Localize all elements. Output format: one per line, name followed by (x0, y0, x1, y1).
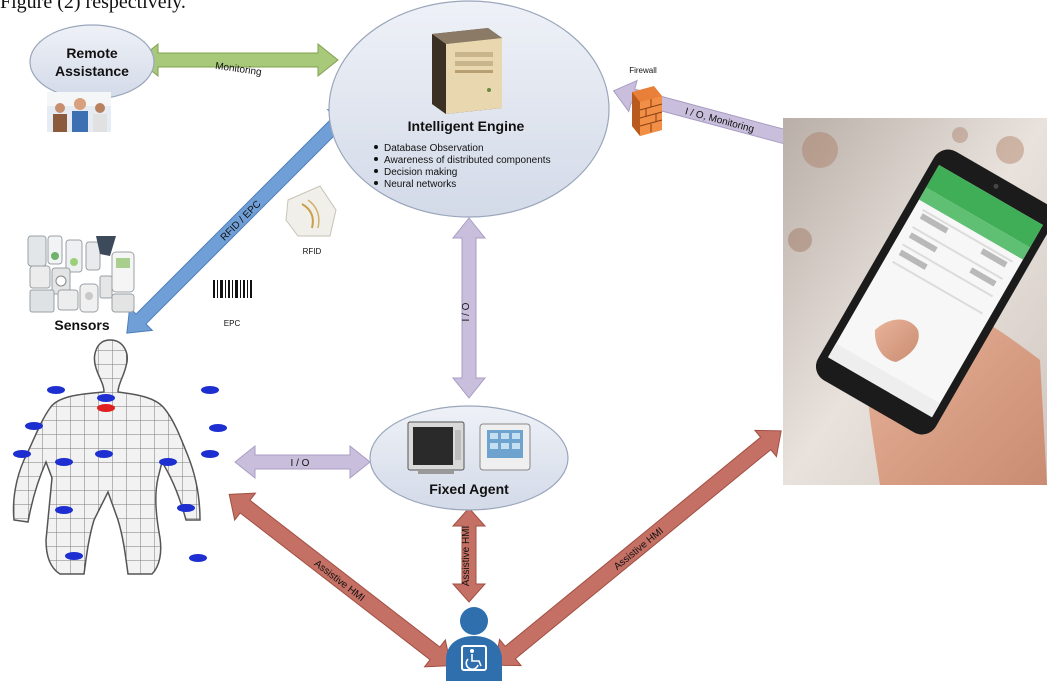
body-sensor-marker (13, 450, 31, 458)
engine-bullet-2: Awareness of distributed components (384, 155, 551, 166)
io-horizontal-arrow: I / O (234, 444, 371, 480)
sensors-photo (27, 235, 135, 313)
rfid-tag-icon (285, 185, 337, 237)
engine-bullet-3: Decision making (384, 167, 457, 178)
smartphone-photo (783, 118, 1047, 485)
monitoring-arrow: Monitoring (137, 42, 339, 78)
intelligent-engine-node: Intelligent Engine Database Observation … (328, 0, 610, 218)
top-caption: Figure (2) respectively. (0, 0, 186, 13)
body-sensor-marker (55, 458, 73, 466)
rfid-epc-arrow-label: RFID / EPC (219, 199, 264, 244)
control-panel-icon (479, 423, 531, 471)
hmi-center-arrow-label: Assistive HMI (461, 526, 472, 587)
wheelchair-user-icon (446, 607, 502, 681)
body-sensor-marker (189, 554, 207, 562)
rfid-node: RFID (285, 185, 337, 256)
engine-bullet-list: Database Observation Awareness of distri… (374, 143, 551, 190)
fixed-agent-node: Fixed Agent (369, 405, 569, 511)
body-sensor-marker (201, 450, 219, 458)
epc-label: EPC (224, 319, 241, 328)
fixed-agent-title: Fixed Agent (429, 481, 509, 497)
io-vertical-arrow: I / O (451, 217, 487, 399)
bullet-dot (374, 145, 378, 149)
io-horizontal-arrow-label: I / O (291, 458, 310, 469)
body-sensor-marker-active (97, 404, 115, 412)
human-body-mesh (12, 339, 227, 575)
body-sensor-marker (55, 506, 73, 514)
body-sensor-marker (97, 394, 115, 402)
hmi-right-arrow-label: Assistive HMI (612, 526, 666, 573)
hmi-center-arrow: Assistive HMI (451, 507, 487, 603)
hmi-left-arrow-label: Assistive HMI (312, 558, 367, 604)
epc-node: EPC (212, 278, 252, 328)
body-sensor-marker (47, 386, 65, 394)
body-sensor-marker (209, 424, 227, 432)
tv-icon (407, 421, 465, 474)
body-sensor-marker (95, 450, 113, 458)
bullet-dot (374, 181, 378, 185)
body-sensor-marker (159, 458, 177, 466)
firewall-icon (632, 86, 663, 136)
intelligent-engine-title: Intelligent Engine (408, 118, 525, 134)
barcode-icon (212, 278, 252, 302)
bullet-dot (374, 169, 378, 173)
firewall-label: Firewall (629, 66, 657, 75)
hmi-left-arrow: Assistive HMI (228, 492, 452, 668)
body-sensor-marker (25, 422, 43, 430)
io-monitoring-arrow-label: I / O, Monitoring (684, 106, 756, 135)
remote-assistance-node: Remote Assistance (29, 24, 155, 132)
body-sensor-marker (201, 386, 219, 394)
server-icon (432, 28, 502, 114)
io-vertical-arrow-label: I / O (461, 302, 472, 321)
body-sensor-marker (65, 552, 83, 560)
remote-assistance-title-line2: Assistance (55, 63, 129, 79)
remote-assistance-photo (47, 92, 111, 132)
sensors-label: Sensors (54, 317, 109, 333)
rfid-label: RFID (303, 247, 322, 256)
bullet-dot (374, 157, 378, 161)
firewall-node: Firewall (629, 66, 663, 136)
sensors-node: Sensors (27, 235, 135, 333)
engine-bullet-1: Database Observation (384, 143, 484, 154)
remote-assistance-title-line1: Remote (66, 45, 118, 61)
engine-bullet-4: Neural networks (384, 179, 456, 190)
body-sensor-marker (177, 504, 195, 512)
